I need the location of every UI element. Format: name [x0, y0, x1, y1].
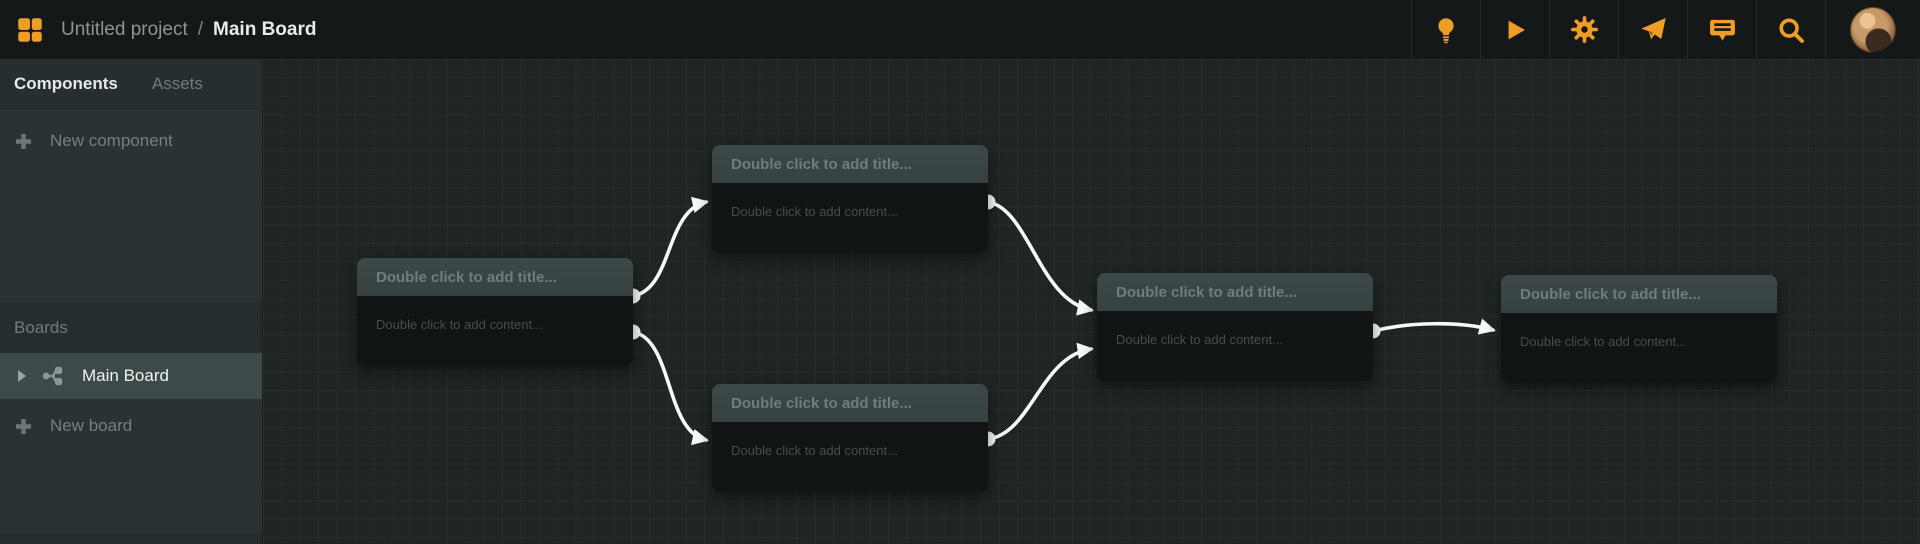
paper-plane-icon[interactable] — [1618, 0, 1687, 59]
new-board-button[interactable]: New board — [0, 405, 262, 447]
tab-components[interactable]: Components — [14, 73, 118, 93]
play-icon[interactable] — [1480, 0, 1549, 59]
board-node[interactable]: Double click to add title... Double clic… — [712, 145, 988, 253]
user-avatar[interactable] — [1825, 0, 1920, 59]
node-title-placeholder: Double click to add title... — [376, 268, 557, 286]
board-item-label: Main Board — [82, 366, 169, 385]
new-component-label: New component — [50, 131, 173, 150]
node-content-placeholder: Double click to add content... — [731, 443, 898, 458]
breadcrumb-project-name[interactable]: Untitled project — [61, 18, 188, 40]
breadcrumb: Untitled project / Main Board — [61, 19, 316, 41]
breadcrumb-separator: / — [197, 18, 204, 40]
sidebar-tab-bar: Components Assets — [0, 59, 262, 109]
tab-assets[interactable]: Assets — [151, 73, 203, 93]
board-node[interactable]: Double click to add title... Double clic… — [1097, 273, 1373, 381]
node-title-bar[interactable]: Double click to add title... — [1501, 275, 1777, 313]
node-title-bar[interactable]: Double click to add title... — [357, 258, 633, 296]
node-title-bar[interactable]: Double click to add title... — [712, 145, 988, 183]
lightbulb-icon[interactable] — [1411, 0, 1480, 59]
avatar-photo — [1850, 6, 1896, 53]
boards-section-label: Boards — [14, 317, 68, 337]
boards-section-header: Boards — [0, 302, 262, 353]
search-icon[interactable] — [1756, 0, 1825, 59]
app-logo-icon[interactable] — [0, 0, 59, 59]
connection-wire — [631, 196, 709, 298]
node-content-placeholder: Double click to add content... — [731, 204, 898, 219]
board-node[interactable]: Double click to add title... Double clic… — [357, 258, 633, 366]
new-component-button[interactable]: New component — [0, 119, 262, 163]
board-canvas[interactable]: Double click to add title... Double clic… — [263, 59, 1920, 544]
breadcrumb-board-name[interactable]: Main Board — [213, 18, 317, 40]
expand-caret-icon[interactable] — [18, 370, 26, 382]
topbar-actions — [1411, 0, 1920, 59]
node-content-area[interactable]: Double click to add content... — [712, 422, 988, 492]
node-content-area[interactable]: Double click to add content... — [357, 296, 633, 366]
node-title-placeholder: Double click to add title... — [731, 155, 912, 173]
gear-icon[interactable] — [1549, 0, 1618, 59]
connection-wire — [1371, 318, 1496, 335]
connection-wire — [631, 330, 709, 446]
board-icon — [42, 366, 63, 386]
sidebar-item-main-board[interactable]: Main Board — [0, 353, 262, 399]
node-content-placeholder: Double click to add content... — [1116, 332, 1283, 347]
board-node[interactable]: Double click to add title... Double clic… — [712, 384, 988, 492]
node-title-placeholder: Double click to add title... — [731, 394, 912, 412]
node-title-placeholder: Double click to add title... — [1520, 285, 1701, 303]
board-node[interactable]: Double click to add title... Double clic… — [1501, 275, 1777, 383]
new-board-label: New board — [50, 416, 133, 435]
sidebar: Components Assets New component Boards M… — [0, 59, 263, 544]
topbar: Untitled project / Main Board — [0, 0, 1920, 59]
sidebar-footer-strip — [0, 533, 262, 544]
connection-wire — [986, 200, 1094, 316]
node-content-area[interactable]: Double click to add content... — [712, 183, 988, 253]
comment-icon[interactable] — [1687, 0, 1756, 59]
node-content-area[interactable]: Double click to add content... — [1097, 311, 1373, 381]
plus-icon — [15, 133, 32, 149]
connection-wire — [986, 342, 1094, 441]
node-title-bar[interactable]: Double click to add title... — [712, 384, 988, 422]
node-content-placeholder: Double click to add content... — [1520, 334, 1687, 349]
plus-icon — [15, 418, 32, 434]
node-title-placeholder: Double click to add title... — [1116, 283, 1297, 301]
node-content-area[interactable]: Double click to add content... — [1501, 313, 1777, 383]
node-title-bar[interactable]: Double click to add title... — [1097, 273, 1373, 311]
node-content-placeholder: Double click to add content... — [376, 317, 543, 332]
